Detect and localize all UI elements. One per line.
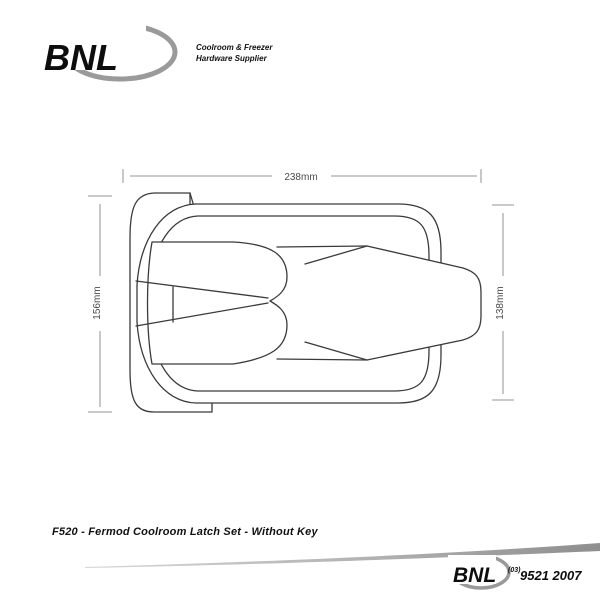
product-caption: F520 - Fermod Coolroom Latch Set - Witho…: [52, 526, 318, 538]
footer-logo-mask: [448, 555, 496, 584]
footer-phone-number: 9521 2007: [520, 568, 582, 583]
logo-mask: [34, 22, 146, 70]
footer-phone-area-code: (03): [508, 567, 521, 574]
header-logo-text: BNL: [44, 37, 118, 78]
cover-mid-line-top: [135, 280, 269, 299]
footer-swoosh-bar: [85, 543, 600, 568]
footer-logo-text: BNL: [453, 564, 496, 587]
handle-crease-top: [304, 245, 368, 265]
cover-mid-line-bottom: [135, 302, 269, 327]
handle-crease-bottom: [304, 341, 368, 361]
dim-right-label: 138mm: [495, 286, 506, 319]
latch-handle-fill: [277, 246, 481, 360]
latch-cover-plate: [146, 241, 288, 365]
latch-handle-outline: [276, 245, 482, 361]
tagline-line1: Coolroom & Freezer: [196, 43, 273, 52]
header-tagline: Coolroom & Freezer Hardware Supplier: [196, 42, 272, 64]
dim-left-label: 156mm: [92, 286, 103, 319]
dim-width-label: 238mm: [284, 172, 317, 183]
tagline-line2: Hardware Supplier: [196, 54, 267, 63]
